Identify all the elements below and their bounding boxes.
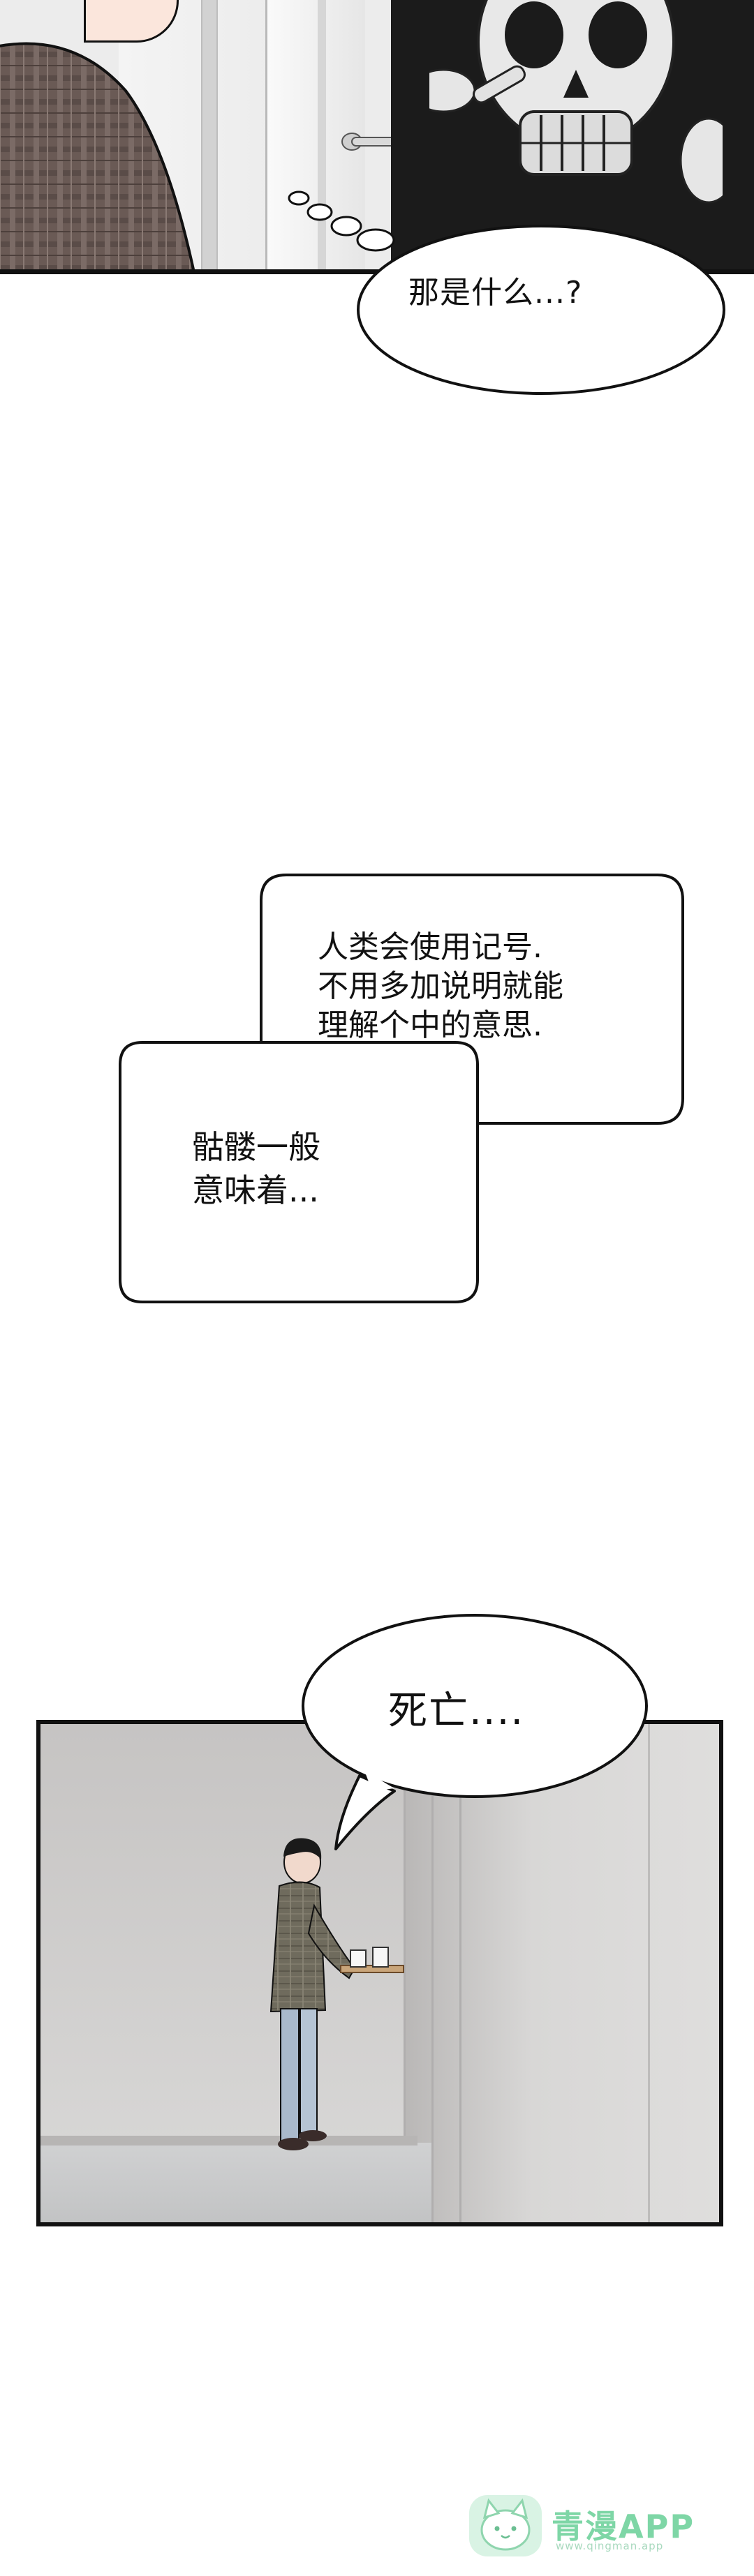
door-frame (201, 0, 218, 269)
bubble-2-line-1: 人类会使用记号. (318, 929, 542, 965)
side-wall (404, 1724, 719, 2222)
bubble-2-line-2: 不用多加说明就能 (318, 968, 563, 1004)
plaid-jacket-shoulder (0, 42, 195, 269)
door-edge (318, 0, 326, 269)
speech-bubble-1 (288, 190, 725, 395)
panel-hallway-figure (36, 1720, 723, 2226)
bubble-2-line-3: 理解个中的意思. (318, 1008, 542, 1043)
man-holding-tray (269, 1838, 404, 2150)
watermark-brand: 青漫APP (552, 2508, 695, 2545)
panel-door-skull (0, 0, 754, 274)
speech-bubble-1-text: 那是什么...? (408, 275, 583, 310)
wall-panel-line (648, 1724, 650, 2222)
speech-bubble-3-text: 骷髅一般 意味着... (192, 1125, 320, 1212)
bubble-3-line-1: 骷髅一般 (192, 1128, 320, 1166)
watermark-url: www.qingman.app (556, 2540, 664, 2552)
speech-bubble-4 (302, 1614, 648, 1850)
skull-poster-icon (429, 0, 723, 204)
floor (40, 2143, 431, 2222)
door-frame-line (459, 1724, 461, 2222)
cat-logo-icon (469, 2495, 542, 2556)
speech-bubble-2-text: 人类会使用记号. 不用多加说明就能 理解个中的意思. (318, 928, 563, 1045)
bubble-3-line-2: 意味着... (192, 1171, 319, 1209)
wall-corner-line (404, 1724, 406, 2222)
speech-bubble-4-text: 死亡.... (388, 1688, 525, 1734)
back-wall (40, 1724, 404, 2143)
door-frame-line (431, 1724, 434, 2222)
speech-bubble-3 (119, 1041, 479, 1303)
